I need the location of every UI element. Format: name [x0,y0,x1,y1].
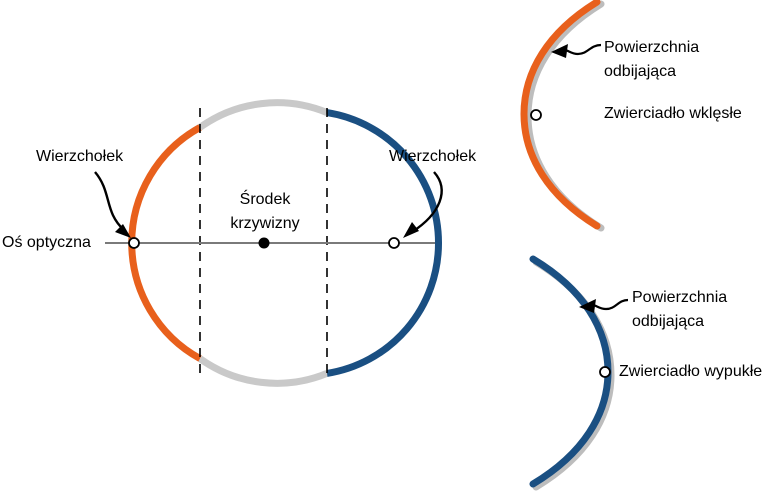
label-concave-mirror-name: Zwierciadło wklęsłe [604,105,742,122]
circle-arc-bottom-gray [197,355,329,387]
label-concave-surface-line1: Powierzchnia [604,39,700,56]
label-center-of-curvature-line1: Środek [239,191,291,208]
label-center-of-curvature-line2: krzywizny [230,215,300,232]
convex-leader-line [589,298,629,311]
concave-leader-arrowhead [551,44,568,58]
leader-arrow-vertex-right-head [403,222,419,238]
concave-leader-line [561,43,602,56]
leader-arrow-vertex-left-head [115,224,131,238]
label-concave-surface-line2: odbijająca [604,63,677,80]
vertex-point-left [128,237,140,249]
main-circle-group [94,99,443,387]
label-vertex-right: Wierzchołek [389,148,477,165]
convex-vertex-point [599,366,611,378]
circle-arc-right-blue [326,109,443,377]
label-convex-mirror-name: Zwierciadło wypukłe [619,363,763,380]
circle-arc-top-gray [197,99,329,131]
convex-leader-arrowhead [579,299,596,313]
label-vertex-left: Wierzchołek [36,148,124,165]
label-convex-reflecting-surface: Powierzchnia odbijająca [632,286,727,334]
label-convex-surface-line1: Powierzchnia [632,289,728,306]
leader-arrow-vertex-right [411,171,443,234]
convex-mirror-arc [529,255,612,488]
concave-mirror-arc [520,0,601,230]
label-concave-reflecting-surface: Powierzchnia odbijająca [604,36,699,84]
convex-mirror-group [529,255,629,491]
center-of-curvature-dot [258,237,270,249]
leader-arrow-vertex-left [94,171,125,231]
concave-vertex-point [530,109,542,121]
label-convex-surface-line2: odbijająca [632,313,705,330]
vertex-point-right [388,237,400,249]
label-center-of-curvature: Środek krzywizny [225,188,305,236]
label-optical-axis: Oś optyczna [2,234,91,251]
concave-mirror-group [520,0,605,232]
